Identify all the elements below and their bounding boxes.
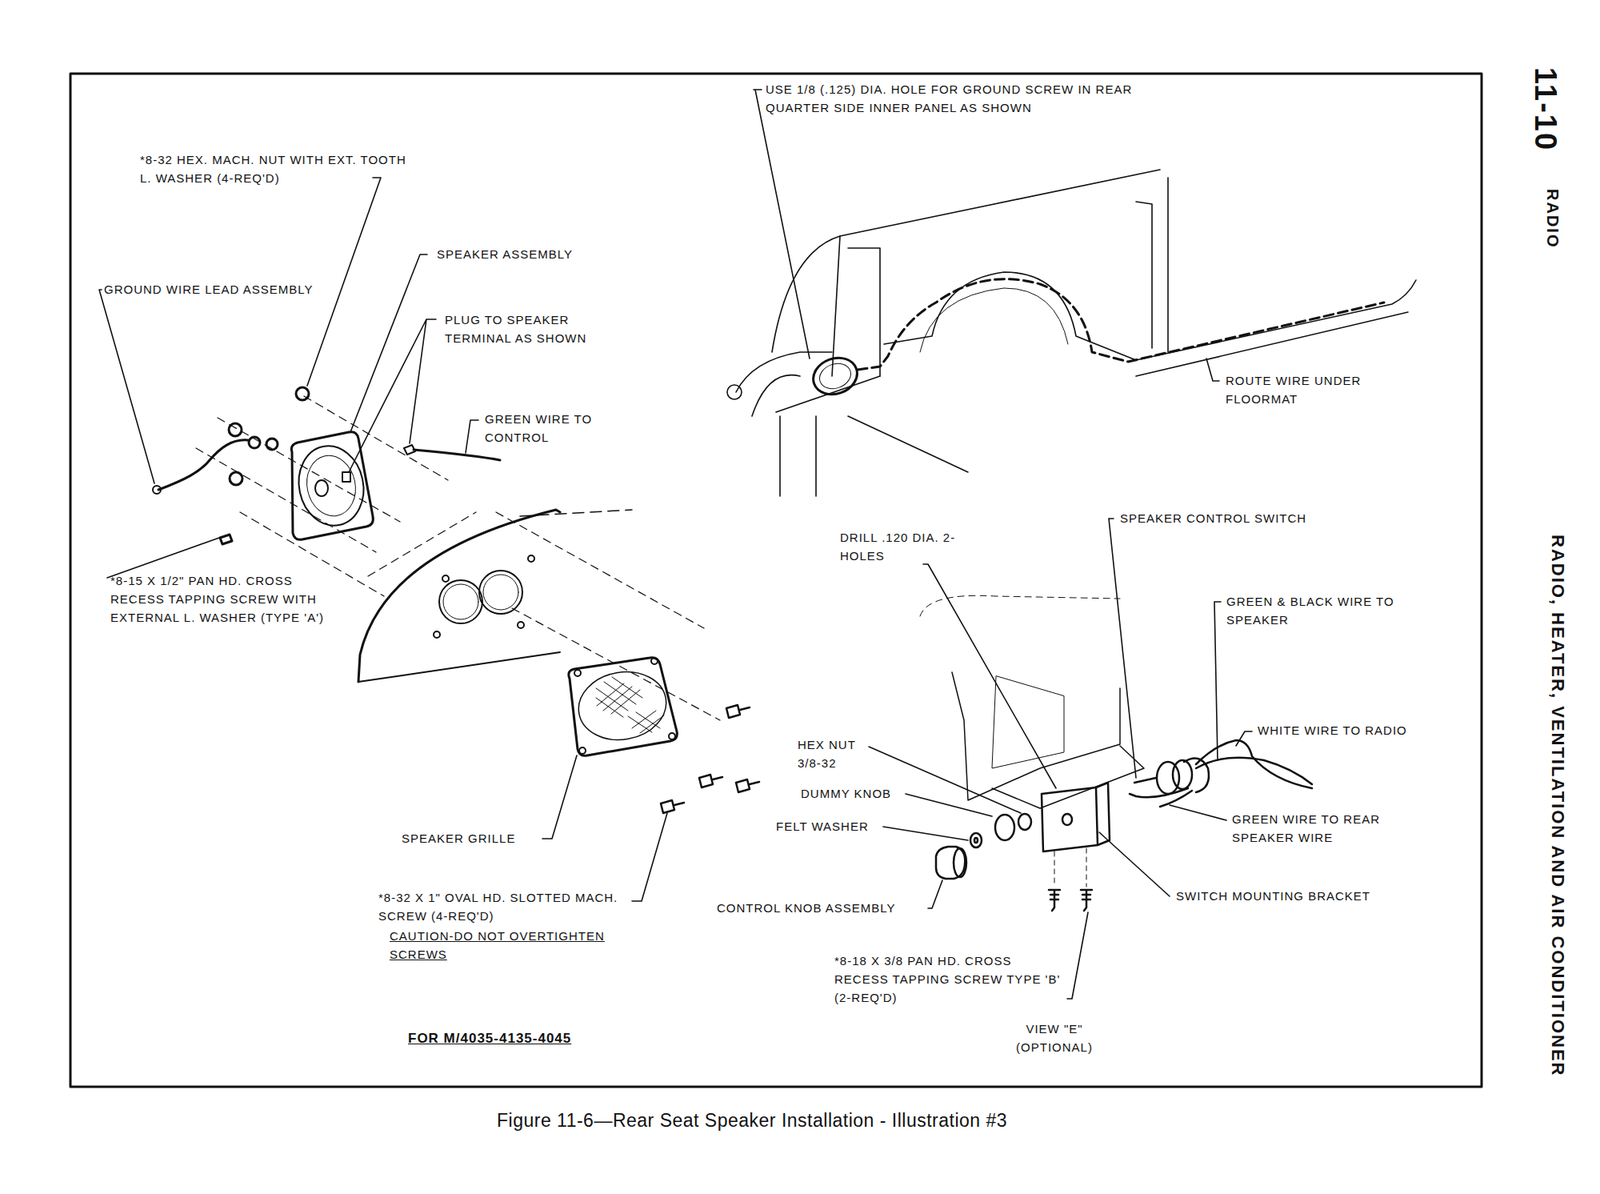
ground-wire xyxy=(158,440,248,490)
figure-caption: Figure 11-6—Rear Seat Speaker Installati… xyxy=(496,1108,1008,1132)
part-label: SWITCH MOUNTING BRACKET xyxy=(1176,886,1371,905)
callout-note: ROUTE WIRE UNDER FLOORMAT xyxy=(1225,371,1386,408)
tapping-screws-b xyxy=(1048,889,1092,911)
routed-wire xyxy=(857,279,1384,370)
oval-head-screws xyxy=(660,704,760,813)
center-lines xyxy=(196,396,720,720)
wire-label: GREEN WIRE TO CONTROL xyxy=(484,409,597,447)
car-body xyxy=(727,169,1416,496)
part-label: DUMMY KNOB xyxy=(800,784,892,803)
installed-speaker xyxy=(808,352,863,400)
leader-lines xyxy=(99,89,1252,999)
part-label: SPEAKER GRILLE xyxy=(401,828,516,848)
tapping-screw xyxy=(220,534,232,544)
part-label: SPEAKER CONTROL SWITCH xyxy=(1120,508,1307,528)
part-label: CONTROL KNOB ASSEMBLY xyxy=(716,898,896,917)
page-number: 11-10 xyxy=(1527,67,1564,152)
dimension-note: DRILL .120 DIA. 2-HOLES xyxy=(840,528,968,565)
speaker-grille xyxy=(568,657,677,756)
part-label: SPEAKER ASSEMBLY xyxy=(436,244,573,264)
green-wire xyxy=(413,449,500,460)
view-label: VIEW "E" (OPTIONAL) xyxy=(1009,1019,1100,1056)
section-header: RADIO xyxy=(1543,188,1563,248)
chapter-header: RADIO, HEATER, VENTILATION AND AIR CONDI… xyxy=(1547,534,1568,1076)
wire-label: WHITE WIRE TO RADIO xyxy=(1257,720,1408,740)
switch-center-lines xyxy=(1054,848,1087,887)
nuts-and-washers xyxy=(228,387,309,485)
mounting-panel xyxy=(358,509,632,682)
wire-plug xyxy=(404,444,416,455)
switch-parts xyxy=(936,813,1032,879)
model-note: FOR M/4035-4135-4045 xyxy=(408,1030,572,1047)
wire-label: GREEN WIRE TO REAR SPEAKER WIRE xyxy=(1232,809,1408,847)
figure-frame xyxy=(70,73,1482,1087)
part-label: *8-18 X 3/8 PAN HD. CROSS RECESS TAPPING… xyxy=(834,951,1063,1007)
callout-note: USE 1/8 (.125) DIA. HOLE FOR GROUND SCRE… xyxy=(765,80,1154,117)
installed-speaker-cone xyxy=(816,359,855,393)
caution-note: CAUTION-DO NOT OVERTIGHTEN SCREWS xyxy=(389,926,646,964)
ground-eyelet xyxy=(152,485,161,494)
part-label: *8-15 X 1/2" PAN HD. CROSS RECESS TAPPIN… xyxy=(110,571,343,627)
switch-mounting-bracket xyxy=(1041,782,1110,852)
part-label: *8-32 HEX. MACH. NUT WITH EXT. TOOTH L. … xyxy=(140,150,412,188)
switch-wires xyxy=(1129,740,1312,807)
part-label: FELT WASHER xyxy=(776,816,869,836)
part-label: HEX NUT 3/8-32 xyxy=(797,735,872,772)
part-label: *8-32 X 1" OVAL HD. SLOTTED MACH. SCREW … xyxy=(378,888,619,925)
callout-note: PLUG TO SPEAKER TERMINAL AS SHOWN xyxy=(444,310,621,348)
part-label: GROUND WIRE LEAD ASSEMBLY xyxy=(104,280,313,299)
wire-label: GREEN & BLACK WIRE TO SPEAKER xyxy=(1226,592,1419,629)
dash-panel xyxy=(920,595,1144,808)
